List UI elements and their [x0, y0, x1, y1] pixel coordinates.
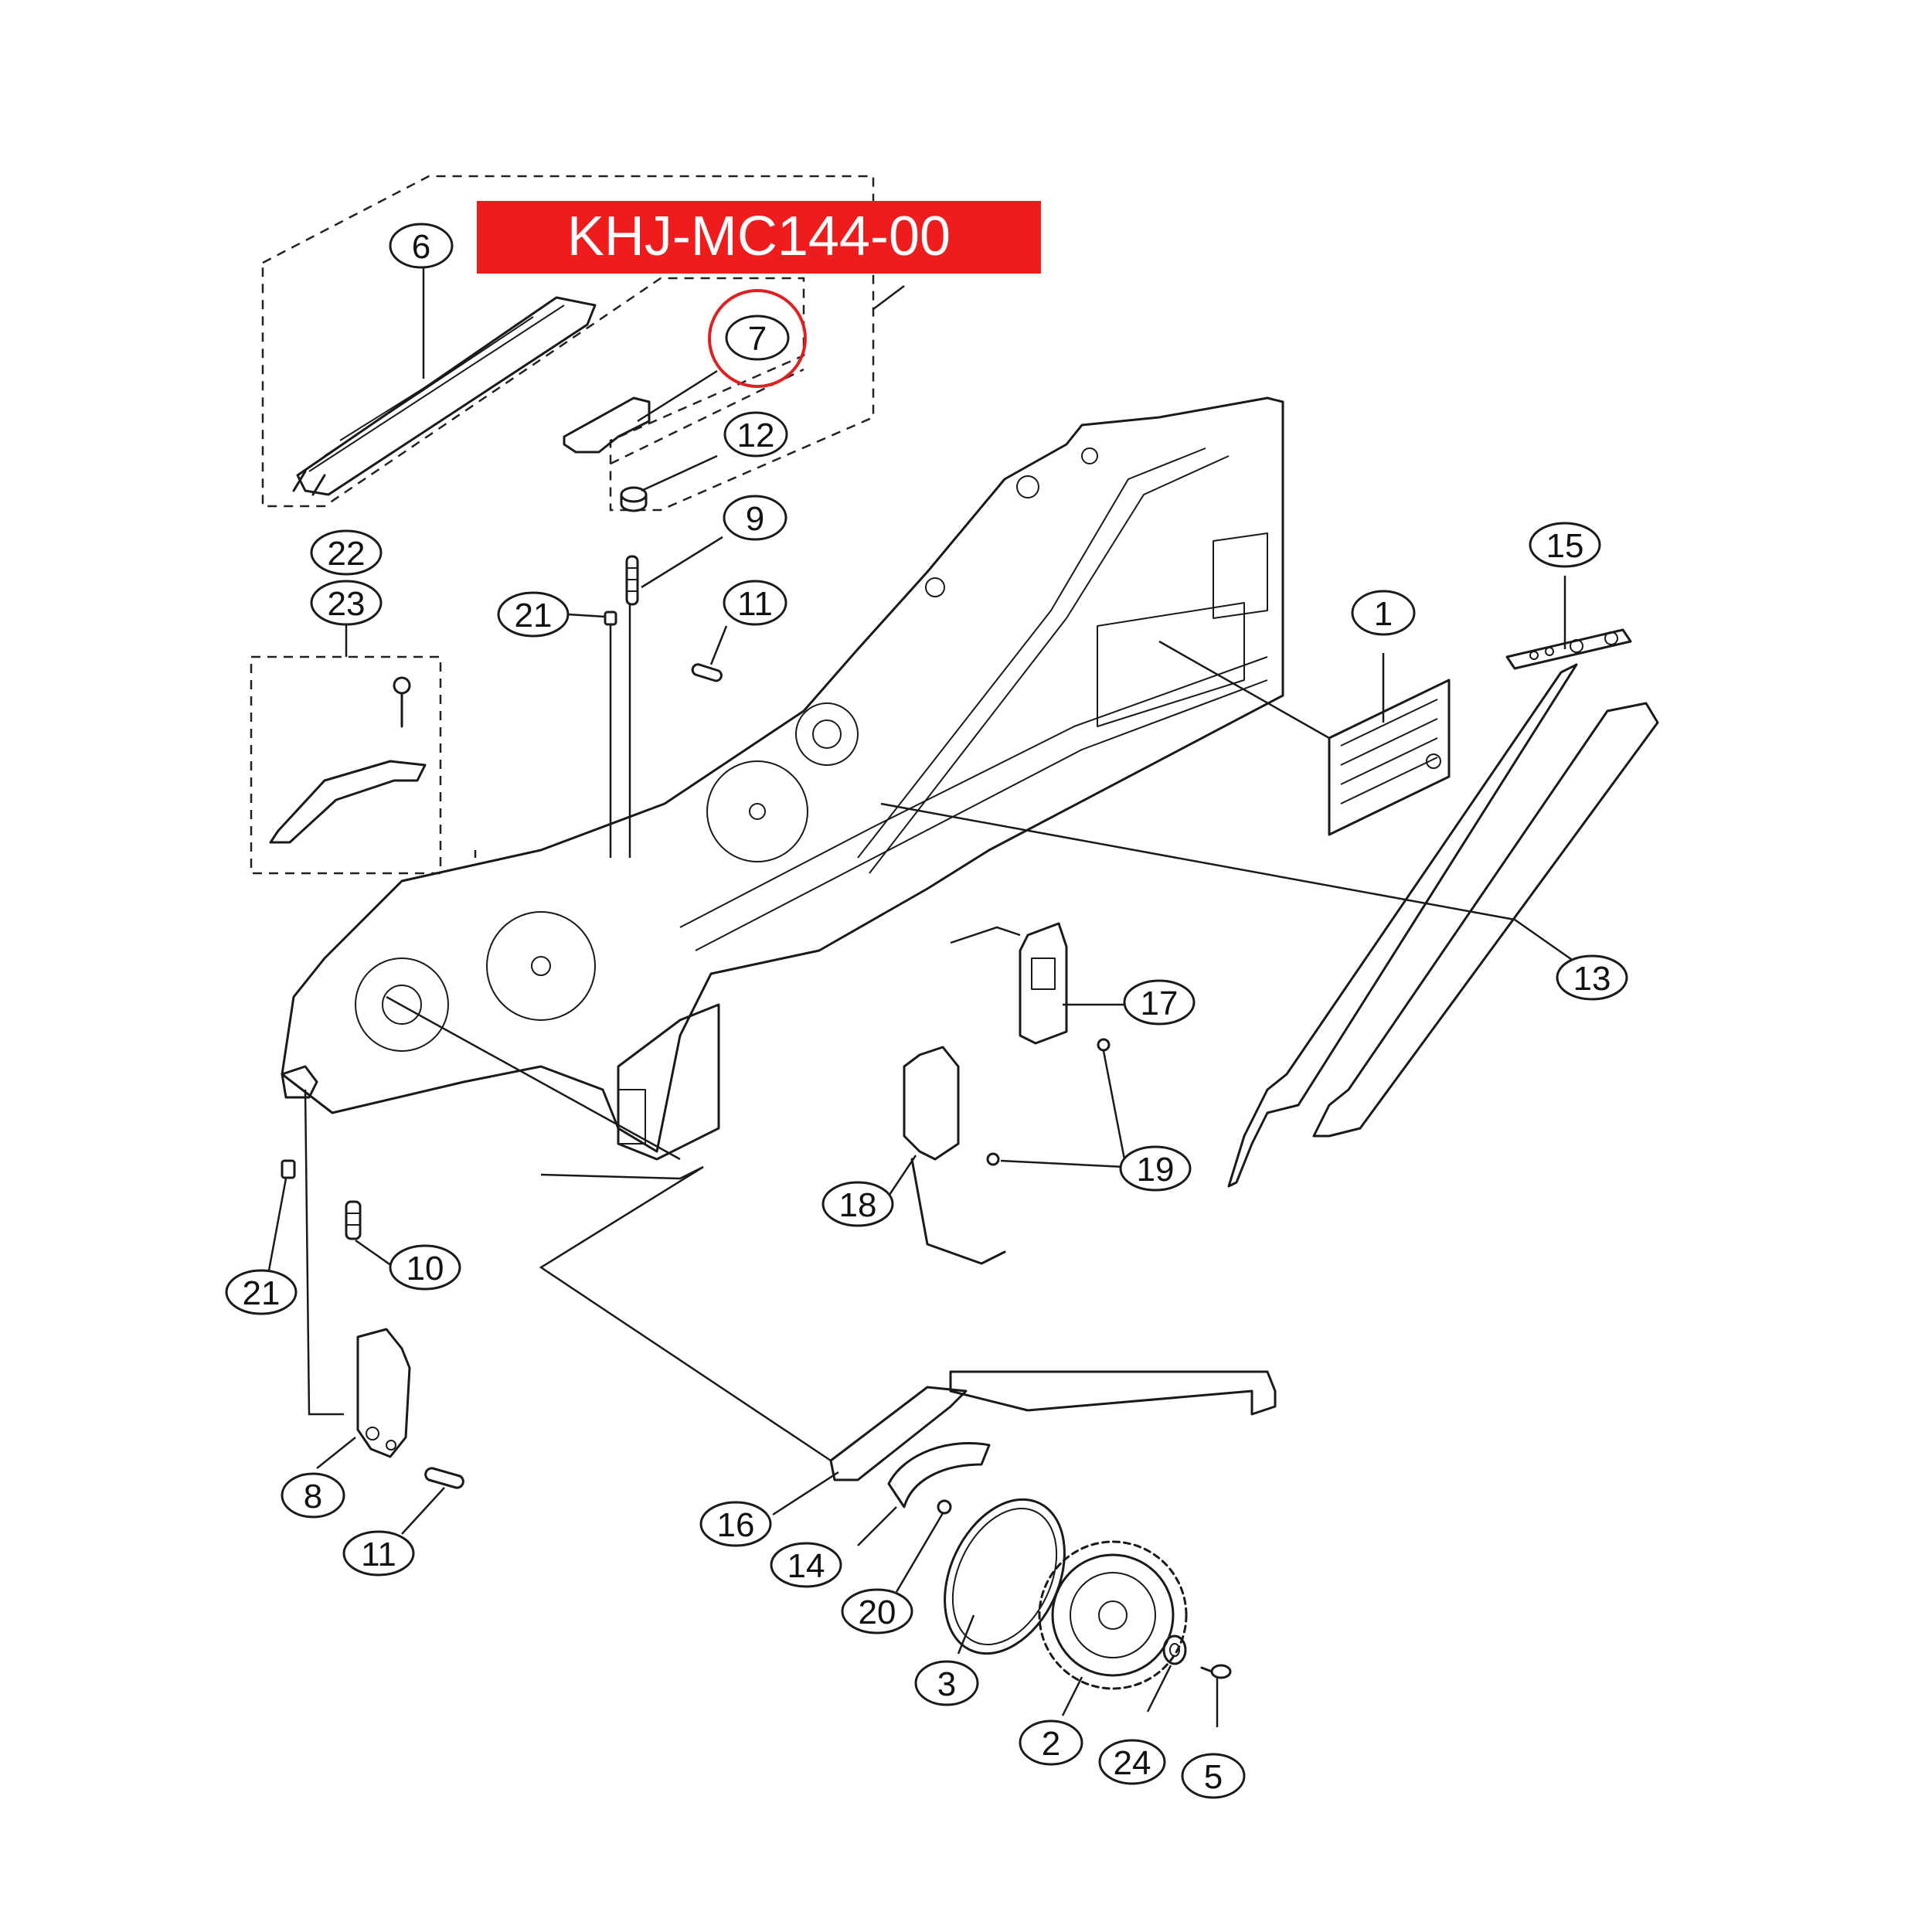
- callout-11-top: 11: [723, 580, 787, 626]
- part-11-pin-top: [691, 663, 723, 682]
- callout-10-label: 10: [406, 1250, 444, 1287]
- part-21-setscrew-top: [604, 611, 617, 626]
- callout-15-label: 15: [1546, 527, 1584, 565]
- callout-17: 17: [1123, 979, 1196, 1026]
- callout-3-label: 3: [937, 1665, 956, 1703]
- callout-20: 20: [841, 1588, 913, 1634]
- callout-11-bottom-label: 11: [361, 1536, 396, 1573]
- callout-13-label: 13: [1573, 960, 1611, 998]
- callout-12: 12: [723, 411, 788, 457]
- callout-13: 13: [1556, 954, 1628, 1001]
- callout-12-label: 12: [737, 417, 775, 454]
- callout-23: 23: [310, 580, 383, 626]
- leader-lines: [265, 267, 1593, 1727]
- callout-11-bottom: 11: [342, 1530, 415, 1577]
- part-7: [563, 396, 651, 454]
- part-2-sprocket: [1038, 1540, 1188, 1690]
- part-6-rail: [292, 296, 597, 496]
- callout-22: 22: [310, 529, 383, 576]
- callout-7-label: 7: [748, 320, 767, 358]
- callout-8: 8: [281, 1472, 345, 1519]
- part-20-screw: [937, 1499, 952, 1515]
- callout-6: 6: [389, 223, 454, 269]
- callout-10: 10: [389, 1244, 461, 1291]
- part-14-cover: [887, 1441, 991, 1509]
- callout-21-top: 21: [497, 591, 570, 638]
- callout-19: 19: [1119, 1145, 1192, 1192]
- callout-16-label: 16: [717, 1506, 755, 1544]
- callout-23-label: 23: [328, 585, 366, 623]
- callout-1: 1: [1351, 590, 1416, 636]
- banner-background: [477, 201, 1041, 274]
- callout-17-label: 17: [1141, 985, 1179, 1022]
- highlight-ring: [708, 289, 807, 388]
- callout-18-label: 18: [839, 1186, 877, 1224]
- part-10-spring: [345, 1200, 362, 1240]
- part-21-setscrew-bottom: [281, 1159, 296, 1179]
- part-24-washer: [1162, 1634, 1187, 1665]
- callout-16: 16: [699, 1501, 772, 1547]
- callout-14-label: 14: [787, 1547, 825, 1585]
- callout-5: 5: [1181, 1753, 1246, 1799]
- part-number-text: KHJ-MC144-00: [567, 206, 951, 267]
- part-13-cover-strip: [1227, 663, 1659, 1188]
- callout-6-label: 6: [412, 228, 430, 266]
- callout-19-label: 19: [1137, 1151, 1175, 1189]
- callout-20-label: 20: [859, 1594, 896, 1631]
- callout-15: 15: [1529, 522, 1601, 568]
- part-5-screw: [1200, 1664, 1232, 1679]
- callout-2-label: 2: [1042, 1725, 1060, 1763]
- main-feeder-frame: [281, 396, 1284, 1161]
- part-number-banner: KHJ-MC144-00: [477, 201, 1041, 274]
- callout-2: 2: [1019, 1719, 1083, 1766]
- callout-24-label: 24: [1114, 1744, 1151, 1782]
- part-9-spring: [625, 555, 639, 606]
- callout-1-label: 1: [1374, 595, 1393, 633]
- callout-7: 7: [725, 315, 790, 361]
- callout-22-label: 22: [328, 535, 366, 573]
- callout-21-bottom-label: 21: [243, 1274, 281, 1312]
- callout-18: 18: [821, 1181, 894, 1227]
- callout-9-label: 9: [746, 500, 764, 538]
- callout-8-label: 8: [304, 1478, 322, 1515]
- callout-14: 14: [770, 1542, 842, 1588]
- part-8-bracket: [356, 1328, 411, 1458]
- part-22-23-bracket: [269, 676, 427, 844]
- part-3-ring: [944, 1498, 1066, 1655]
- callout-24: 24: [1098, 1739, 1166, 1785]
- part-19-screws: [986, 1038, 1111, 1166]
- callout-5-label: 5: [1204, 1758, 1223, 1796]
- callout-11-top-label: 11: [737, 585, 773, 623]
- part-18-bracket: [903, 1046, 1006, 1265]
- part-16-lever: [829, 1370, 1277, 1481]
- part-11-pin-bottom: [424, 1467, 464, 1489]
- callout-9: 9: [723, 495, 787, 541]
- assembly-group-22-23: [250, 655, 442, 875]
- part-15-plate: [1505, 628, 1632, 670]
- callout-21-top-label: 21: [515, 597, 553, 634]
- part-12: [620, 486, 648, 512]
- callout-3: 3: [914, 1660, 979, 1706]
- callout-21-bottom: 21: [225, 1269, 298, 1315]
- part-1-label-plate: [1328, 679, 1451, 836]
- part-17-block: [1019, 922, 1068, 1045]
